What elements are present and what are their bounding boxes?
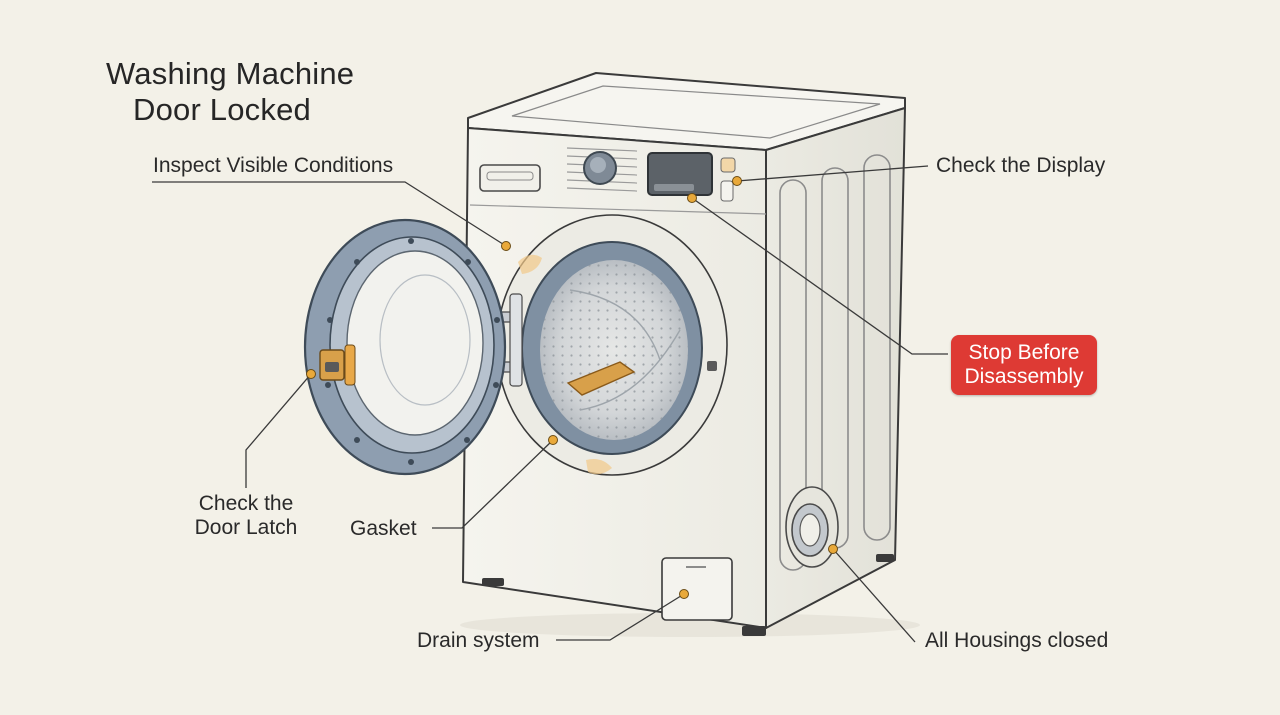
floor-shadow [460,613,920,637]
label-drain-system: Drain system [417,629,540,652]
stop-line-2: Disassembly [964,365,1084,388]
detergent-drawer [479,164,541,192]
leader-gasket [432,439,554,529]
drain-filter-cover [661,557,733,621]
control-panel-divider [469,204,767,215]
leader-lines [152,165,948,643]
marker-inspect [501,241,511,251]
program-knob-cap [590,157,606,173]
door-latch-hook [325,362,339,372]
title-line-1: Washing Machine [106,56,355,91]
title-line-2: Door Locked [133,92,311,127]
foot-back-right [876,554,894,562]
label-inspect-visible-conditions: Inspect Visible Conditions [153,154,394,177]
door-lock-catch [707,361,717,371]
hinge-plate [509,293,523,387]
label-gasket: Gasket [350,517,417,540]
door-bolts [325,238,500,465]
stain-1 [518,254,542,274]
door-handle-rear [344,344,356,386]
marker-drain [679,589,689,599]
markers [306,176,838,599]
drum-holes [540,260,688,440]
panel-button-2 [720,180,734,202]
foot-front-right [742,626,766,636]
side-rib-3 [863,154,891,541]
machine-top-inset [511,85,881,139]
marker-gasket [548,435,558,445]
leader-stop [691,197,948,355]
display-buttons [654,184,694,191]
hose-port-inner [799,513,821,547]
marker-stop [687,193,697,203]
panel-button-1 [720,157,736,173]
door-glass-inner [379,274,471,406]
latch-line-2: Door Latch [194,516,298,539]
leader-housings [832,548,916,643]
door-glass [346,250,484,436]
drum-curve-1 [569,289,661,361]
marker-housings [828,544,838,554]
diagram-title: Washing Machine Door Locked [106,56,354,128]
leader-inspect [152,181,507,247]
label-all-housings-closed: All Housings closed [925,629,1109,652]
drum-paddle [566,361,636,396]
stop-before-disassembly-badge: Stop Before Disassembly [951,335,1097,395]
latch-line-1: Check the [198,492,294,515]
detergent-drawer-handle [486,171,534,181]
stop-line-1: Stop Before [968,341,1080,364]
drum-curve-2 [579,329,681,411]
leader-latch [245,373,312,488]
side-rib-1 [779,179,807,571]
foot-front-left [482,578,504,586]
marker-latch [306,369,316,379]
label-check-door-latch: Check the Door Latch [186,492,306,540]
label-check-display: Check the Display [936,154,1106,177]
leader-display [736,165,929,182]
marker-display [732,176,742,186]
stain-2 [586,459,612,475]
leader-drain [556,593,685,641]
